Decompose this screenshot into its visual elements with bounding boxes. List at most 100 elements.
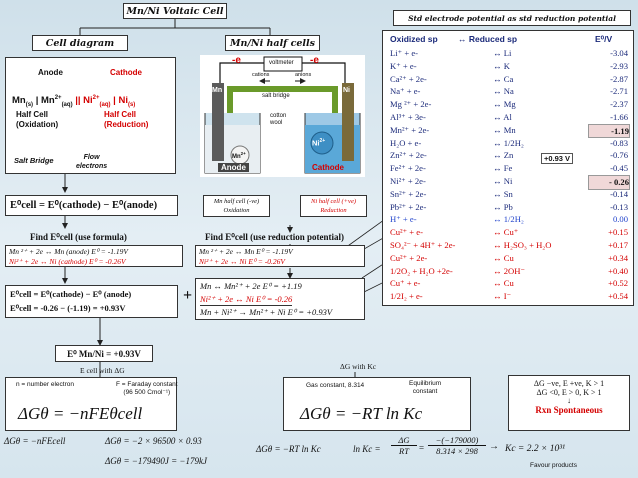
spont-result: Rxn Spontaneous [535, 405, 603, 415]
table-row: Sn²⁺ + 2e-↔ Sn-0.14 [383, 188, 635, 201]
reduced-species: ↔ Cu⁺ [493, 227, 519, 238]
potential-value: -0.45 [610, 163, 628, 174]
ecell-calculation: E⁰cell = E⁰(cathode) − E⁰ (anode) E⁰cell… [5, 285, 178, 318]
kc-value: Kc = 2.2 × 10³¹ [505, 444, 565, 454]
apparatus-drawing [204, 56, 361, 174]
cathode-label: Cathode [110, 68, 142, 77]
reduced-species: ↔ H₂SO₃ + H₂O [493, 240, 552, 250]
table-row: Zn²⁺ + 2e- ↔ Zn -0.76 [383, 149, 635, 162]
oxidized-species: H₂O + e- [390, 137, 422, 148]
dg-kc-calc-1: ΔGθ = −RT ln Kc [256, 444, 321, 454]
spont-arrow: ↓ [567, 396, 571, 405]
cotton-wool-label: cotton wool [270, 113, 287, 126]
reduction-ni: Ni²⁺ + 2e ↔ Ni E⁰ = -0.26V [199, 257, 285, 266]
oxidized-species: 1/2I₂ + e- [390, 291, 423, 302]
potential-value: -2.37 [610, 99, 628, 110]
reduced-species: ↔ Pb [493, 201, 513, 212]
oxidized-species: Zn²⁺ + 2e- [390, 150, 427, 161]
reduced-species: ↔ Zn [493, 150, 514, 161]
n-label: n = number electron [16, 381, 74, 388]
reduced-species: ↔ Ni [493, 176, 513, 186]
reduced-species: ↔ Al [493, 112, 512, 122]
anions-label: anions [295, 72, 312, 78]
frac2-numerator: −(−179000) [428, 435, 486, 446]
table-row: Pb²⁺ + 2e-↔ Pb-0.13 [383, 201, 635, 214]
half-cell-reduction: Half Cell (Reduction) [104, 110, 149, 129]
dg-cell-panel: n = number electron F = Faraday constant… [5, 377, 178, 431]
oxidized-species: H⁺ + e- [390, 214, 417, 225]
reduced-species: ↔ Cu [493, 278, 514, 289]
ecell-calc-line1: E⁰cell = E⁰(cathode) − E⁰ (anode) [10, 289, 132, 299]
f-label: F = Faraday constant (96 500 Cmol⁻¹) [116, 381, 178, 396]
potential-value: -0.13 [610, 201, 628, 212]
flow-electrons-label: Flow electrons [76, 154, 108, 170]
table-row: Ca²⁺ + 2e-↔ Ca-2.87 [383, 73, 635, 86]
col-oxidized: Oxidized sp [390, 34, 438, 44]
table-heading: Std electrode potential as std reduction… [393, 10, 631, 26]
reduced-species: ↔ Mg [493, 99, 516, 110]
oxidized-species: Mg ²⁺ + 2e- [390, 99, 432, 110]
dg-calc-3: ΔGθ = −179490J = −179kJ [105, 456, 207, 466]
gas-constant-label: Gas constant, 8.314 [306, 382, 365, 389]
reduced-species: ↔ Ca [493, 73, 514, 84]
dg-kc-formula: ΔGθ = −RT ln Kc [300, 404, 423, 423]
potential-value: -1.19 [588, 123, 630, 139]
potential-value: +0.34 [608, 252, 628, 263]
oxidized-species: Sn²⁺ + 2e- [390, 188, 427, 199]
dg-kc-heading: ΔG with Kc [340, 362, 377, 371]
oxidized-species: K⁺ + e- [390, 60, 417, 71]
equals-sign: = [419, 443, 425, 453]
reduced-species: ↔ 1/2H₂ [493, 137, 524, 148]
potential-table: Oxidized sp ↔ Reduced sp E⁰/V Li⁺ + e-↔ … [382, 30, 634, 306]
cell-notation: Mn(s) | Mn2+(aq) || Ni2+(aq) | Ni(s) [12, 95, 136, 109]
table-row: Cu²⁺ + e- ↔ Cu⁺ +0.15 [383, 226, 635, 239]
ln-kc-fraction-1: ΔG RT [391, 435, 417, 456]
plus-sign: + [183, 287, 193, 304]
find-ecell-formula-heading: Find E⁰cell (use formula) [30, 232, 127, 242]
potential-value: -1.66 [610, 112, 628, 122]
reduction-half-reactions: Mn ²⁺ + 2e ↔ Mn E⁰ = -1.19V Ni²⁺ + 2e ↔ … [195, 245, 365, 267]
spontaneity-box: ΔG −ve, E +ve, K > 1 ΔG <0, E > 0, K > 1… [508, 375, 630, 431]
ni-electrode-label: Ni [343, 87, 350, 94]
reduced-species: ↔ I⁻ [493, 291, 512, 302]
oxidized-species: Cu²⁺ + e- [390, 227, 423, 238]
oxidized-species: Li⁺ + e- [390, 48, 418, 58]
potential-value: -0.83 [610, 137, 628, 148]
oxidized-species: Mn²⁺ + 2e- [390, 124, 430, 135]
favour-products: Favour products [530, 462, 577, 469]
anode-caption: Anode [218, 163, 249, 172]
frac1-denominator: RT [399, 446, 409, 456]
potential-value: -2.87 [610, 73, 628, 84]
ni-half-cell-caption: Ni half cell (+ve) Reduction [300, 195, 367, 217]
find-ecell-reduction-heading: Find E⁰cell (use reduction potential) [205, 232, 344, 242]
table-row: Na⁺ + e-↔ Na-2.71 [383, 85, 635, 98]
cell-diagram-panel: Anode Cathode Mn(s) | Mn2+(aq) || Ni2+(a… [5, 57, 176, 174]
table-row: Li⁺ + e- ↔ Li -3.04 [383, 47, 635, 60]
mn-half-reaction: Mn ²⁺ + 2e ↔ Mn (anode) E⁰ = -1.19V [9, 247, 128, 256]
potential-value: +0.15 [608, 227, 628, 238]
table-row: Cu²⁺ + 2e-↔ Cu+0.34 [383, 252, 635, 265]
potential-value: -2.93 [610, 60, 628, 71]
potential-value: +0.54 [608, 291, 628, 302]
potential-value: -3.04 [610, 48, 628, 58]
table-row: 1/2I₂ + e- ↔ I⁻ +0.54 [383, 290, 635, 303]
ecell-dg-heading: E cell with ΔG [80, 366, 125, 375]
voltmeter-label: voltmeter [269, 60, 294, 66]
potential-value: +0.52 [608, 278, 628, 289]
reduced-species: ↔ Li [493, 48, 512, 58]
overall-line1: Mn ↔ Mn²⁺ + 2e E⁰ = +1.19 [200, 281, 302, 291]
potential-value: -0.76 [610, 150, 628, 161]
table-row: SO₄²⁻ + 4H⁺ + 2e-↔ H₂SO₃ + H₂O+0.17 [383, 239, 635, 252]
cations-label: cations [252, 72, 270, 78]
oxidized-species: Fe²⁺ + 2e- [390, 163, 426, 174]
reduced-species: ↔ Sn [493, 188, 513, 199]
table-row: Fe²⁺ + 2e- ↔ Fe -0.45 [383, 162, 635, 175]
oxidized-species: Cu⁺ + e- [390, 278, 421, 289]
ln-kc-fraction-2: −(−179000) 8.314 × 298 [428, 435, 486, 456]
potential-value: 0.00 [612, 214, 628, 225]
table-row: K⁺ + e-↔ K-2.93 [383, 60, 635, 73]
ni-ion-label: Ni2+ [312, 138, 326, 148]
reduced-species: ↔ Fe [493, 163, 513, 174]
potential-value: - 0.26 [588, 175, 630, 190]
